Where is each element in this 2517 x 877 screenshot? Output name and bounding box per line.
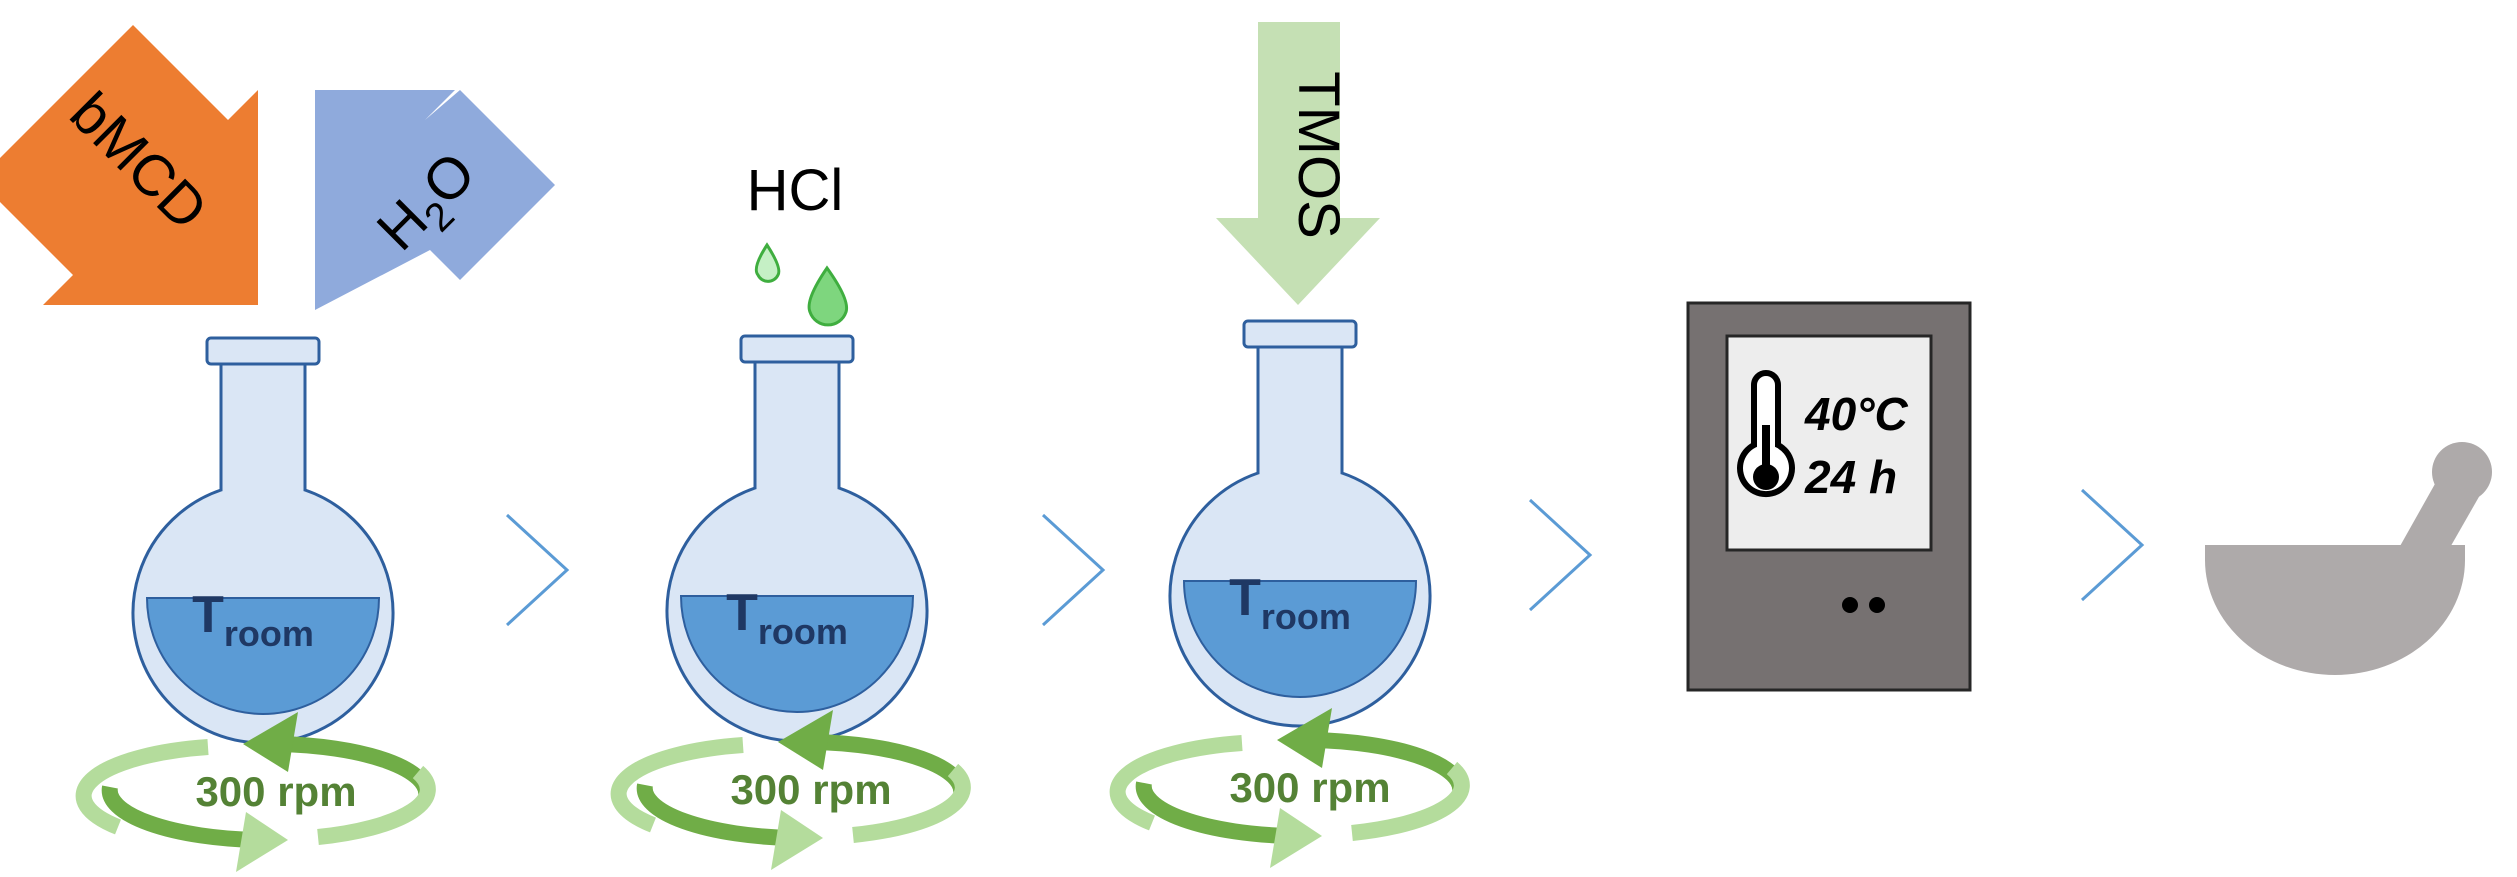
hcl-drop — [754, 242, 781, 283]
flask-temperature-label: Troom — [1229, 569, 1351, 637]
flask-3: Troom — [1168, 319, 1432, 728]
oven-temperature: 40°C — [1804, 388, 1909, 440]
tmos-arrow: TMOS — [1216, 22, 1380, 305]
oven-duration: 24 h — [1804, 451, 1897, 503]
bmcd-arrow: bMCD — [0, 25, 258, 305]
flask-1: Troom — [131, 336, 395, 745]
rpm-label: 300 rpm — [730, 766, 891, 813]
rpm-label: 300 rpm — [1229, 764, 1390, 811]
stirrer-3: 300 rpm — [1118, 708, 1462, 868]
chevron-right-icon — [1528, 498, 1592, 612]
flask-temperature-label: Troom — [192, 586, 314, 654]
hcl-label: HCl — [747, 158, 844, 223]
stirrer-1: 300 rpm — [84, 712, 428, 872]
mortar-and-pestle-icon — [2205, 442, 2492, 675]
rpm-label: 300 rpm — [195, 768, 356, 815]
flask-2: Troom — [665, 334, 929, 743]
chevron-right-icon — [1041, 513, 1105, 627]
hcl-drop — [807, 265, 849, 327]
stirrer-2: 300 rpm — [619, 710, 963, 870]
thermometer-icon — [1737, 370, 1795, 497]
flask-temperature-label: Troom — [726, 584, 848, 652]
mortar-bowl — [2205, 545, 2465, 675]
chevron-right-icon — [2080, 488, 2144, 602]
oven-icon: 40°C 24 h — [1686, 301, 1972, 692]
water-arrow: H2O — [315, 90, 555, 310]
tmos-label: TMOS — [1286, 71, 1351, 239]
chevron-right-icon — [505, 513, 569, 627]
